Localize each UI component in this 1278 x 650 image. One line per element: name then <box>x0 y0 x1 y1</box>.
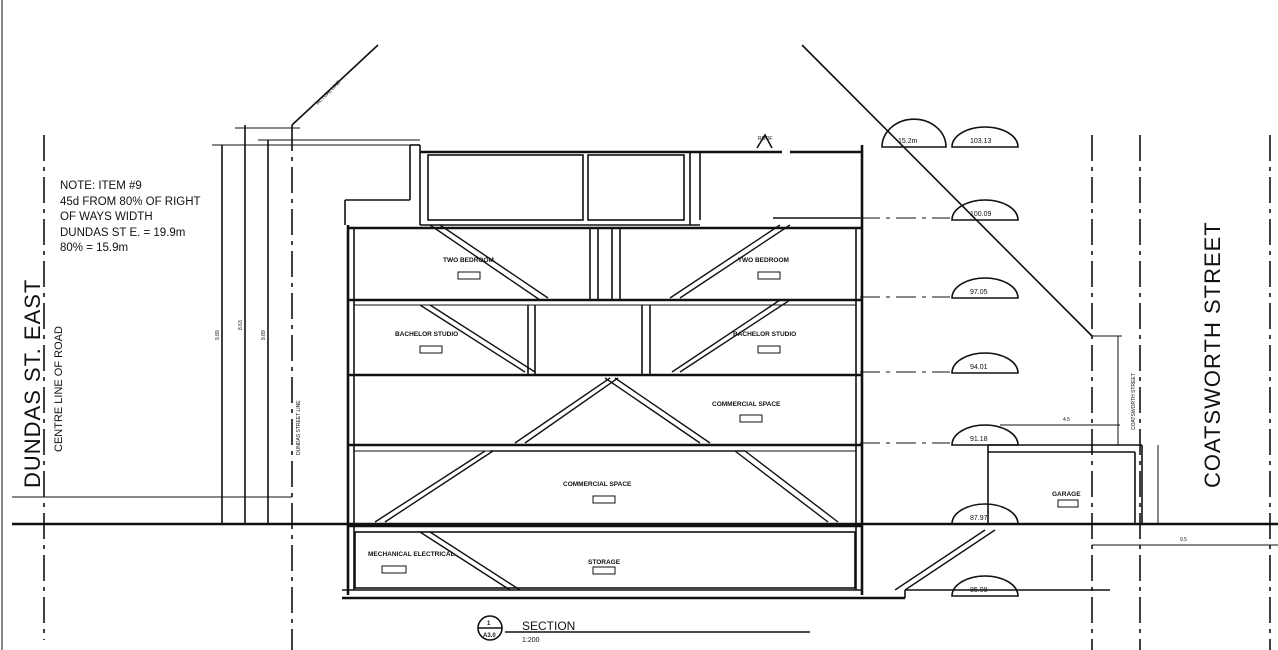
stair-8b <box>734 450 829 523</box>
elev-text-7: 87.97 <box>970 515 988 522</box>
room-tag-1 <box>457 271 481 280</box>
elev-text-2: 103.13 <box>970 138 992 145</box>
elev-text-3: 100.09 <box>970 211 992 218</box>
stair-5 <box>514 377 611 444</box>
stair-1 <box>429 224 541 301</box>
stair-3b <box>419 304 526 373</box>
elevation-markers: 15.2m 103.13 100.09 97.05 94.01 91.18 87… <box>860 118 1019 597</box>
angular-plane-right <box>801 44 1093 337</box>
title-text: SECTION <box>522 619 575 633</box>
street-left-name: DUNDAS ST. EAST <box>20 279 45 488</box>
stair-6b <box>614 377 711 444</box>
stair-8 <box>744 450 839 523</box>
stair-6 <box>604 377 701 444</box>
room-tag-2 <box>757 271 781 280</box>
stair-2b <box>669 224 781 299</box>
dundas-street-line-label: DUNDAS STREET LINE <box>296 400 302 455</box>
room-tag-7 <box>381 565 407 574</box>
room-tag-3 <box>419 345 443 354</box>
room-tag-5 <box>739 414 763 423</box>
title-scale: 1:200 <box>522 637 540 644</box>
top-room-b <box>587 154 685 221</box>
roof-hatch <box>756 133 773 149</box>
building-section: ROOF <box>342 133 996 600</box>
room-commercial-lower: COMMERCIAL SPACE <box>563 481 632 488</box>
room-mechanical: MECHANICAL ELECTRICAL <box>368 551 455 558</box>
note-line-3: OF WAYS WIDTH <box>60 211 153 223</box>
stair-5b <box>524 377 619 444</box>
room-tag-4 <box>757 345 781 354</box>
dim-text-2: 8.63 <box>238 320 244 330</box>
note-line-2: 45d FROM 80% OF RIGHT <box>60 196 201 208</box>
elev-marker-4 <box>951 277 1019 299</box>
dim-text-1: 9.89 <box>215 330 221 340</box>
room-tag-8 <box>592 566 616 575</box>
dim-text-garage: 4.5 <box>1063 417 1070 423</box>
elev-marker-1 <box>881 118 947 148</box>
stair-9 <box>419 531 511 591</box>
elev-text-4: 97.05 <box>970 289 988 296</box>
street-right-name: COATSWORTH STREET <box>1200 221 1225 488</box>
room-tag-9 <box>1057 499 1079 508</box>
stair-1b <box>439 224 549 299</box>
stair-7b <box>384 450 494 523</box>
roof-label: ROOF <box>758 136 772 142</box>
elev-marker-5 <box>951 352 1019 374</box>
top-room-a <box>427 154 584 221</box>
dim-text-street: 9.5 <box>1180 537 1187 543</box>
note-line-4: DUNDAS ST E. = 19.9m <box>60 227 185 239</box>
angular-plane-left <box>291 44 379 126</box>
basement-box <box>354 531 856 589</box>
stair-3 <box>429 304 536 373</box>
note-line-5: 80% = 15.9m <box>60 242 128 254</box>
elev-text-5: 94.01 <box>970 364 988 371</box>
title-sheet: A3.0 <box>483 633 496 639</box>
title-number: 1 <box>487 621 491 627</box>
actual-line-label: ACTUAL LINE <box>315 79 342 106</box>
stair-2 <box>679 224 791 299</box>
stair-7 <box>374 450 486 523</box>
elev-marker-2 <box>951 126 1019 148</box>
coatsworth-street-tag: COATSWORTH STREET <box>1131 373 1137 430</box>
stair-4b <box>671 299 781 373</box>
room-two-bedroom-right: TWO BEDROOM <box>738 257 789 264</box>
elev-text-6: 91.18 <box>970 436 988 443</box>
room-bachelor-left: BACHELOR STUDIO <box>395 331 458 338</box>
street-left-sub: CENTRE LINE OF ROAD <box>53 326 65 452</box>
garage-area: GARAGE 4.5 9.5 <box>904 135 1278 650</box>
elev-marker-6 <box>951 424 1019 446</box>
room-tag-6 <box>592 495 616 504</box>
stairs <box>374 224 996 591</box>
room-garage: GARAGE <box>1052 491 1081 498</box>
stair-10 <box>904 529 996 591</box>
elev-text-1: 15.2m <box>898 138 918 145</box>
note-block: NOTE: ITEM #9 45d FROM 80% OF RIGHT OF W… <box>60 180 201 254</box>
stair-9b <box>429 531 521 591</box>
stair-4 <box>679 299 791 373</box>
room-storage: STORAGE <box>588 559 621 566</box>
room-two-bedroom-left: TWO BEDROOM <box>443 257 494 264</box>
room-commercial-upper: COMMERCIAL SPACE <box>712 401 781 408</box>
stair-10b <box>894 529 986 591</box>
room-bachelor-right: BACHELOR STUDIO <box>733 331 796 338</box>
elev-marker-3 <box>951 199 1019 221</box>
note-line-1: NOTE: ITEM #9 <box>60 180 142 192</box>
dim-text-3: 9.89 <box>261 330 267 340</box>
section-title-block: 1 A3.0 SECTION 1:200 <box>477 615 810 644</box>
